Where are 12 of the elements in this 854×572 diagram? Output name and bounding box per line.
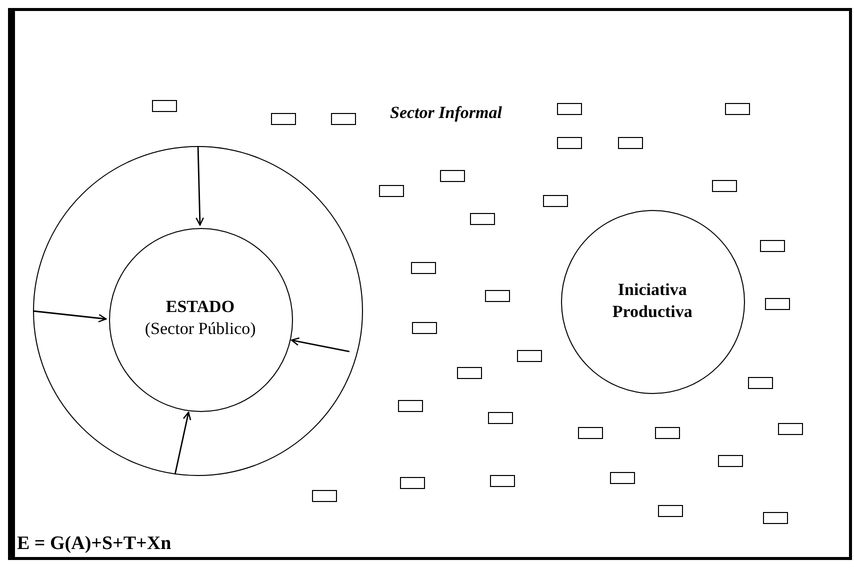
outer-ring-circle bbox=[33, 146, 363, 476]
region-label: Sector Informal bbox=[390, 103, 502, 123]
node-title: ESTADO bbox=[166, 297, 235, 318]
arrow bbox=[32, 310, 107, 322]
node-title: Iniciativa Productiva bbox=[611, 279, 694, 324]
arrow bbox=[174, 412, 192, 475]
node-subtitle: (Sector Público) bbox=[144, 319, 256, 340]
formula-text: E = G(A)+S+T+Xn bbox=[17, 533, 172, 555]
circle bbox=[561, 210, 745, 394]
inner-circle bbox=[109, 228, 293, 412]
arrow bbox=[196, 146, 204, 226]
arrow bbox=[290, 337, 350, 352]
